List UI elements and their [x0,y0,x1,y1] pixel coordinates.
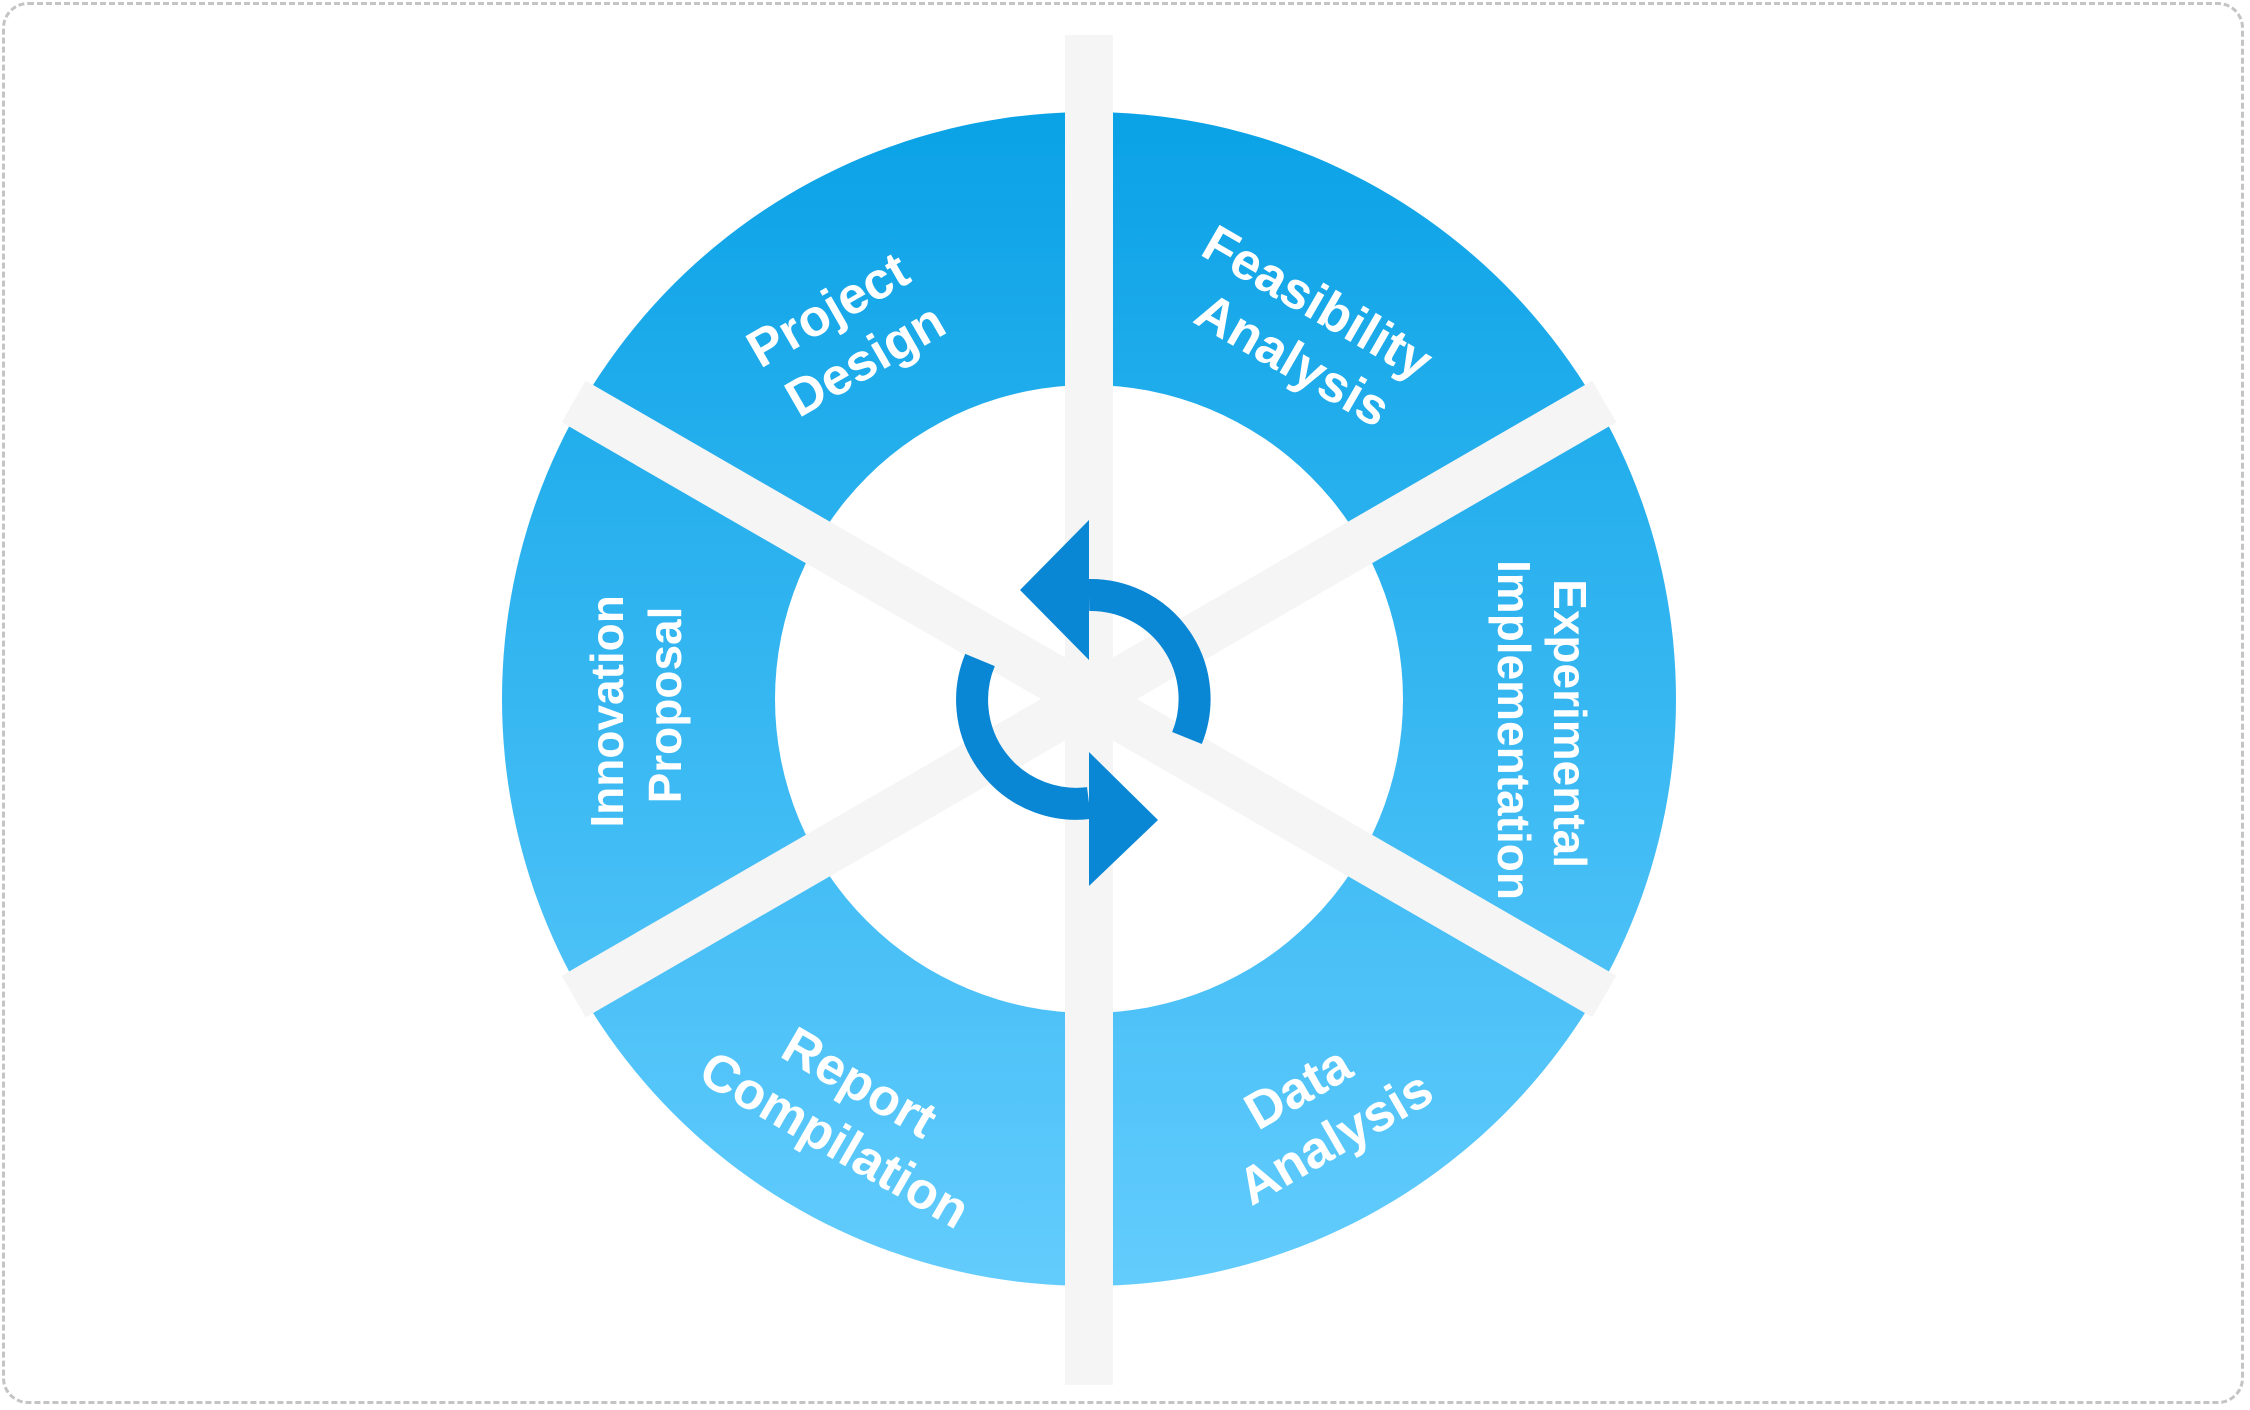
cycle-ring [502,112,1676,1286]
refresh-cycle-icon [956,520,1211,886]
segment-label-experimental-implementation: Experimental Implementation [1488,560,1596,900]
segment-label-innovation-proposal: Innovation Proposal [581,582,691,827]
divider-diagonal-2 [561,380,1617,1018]
segment-dividers [561,35,1617,1385]
